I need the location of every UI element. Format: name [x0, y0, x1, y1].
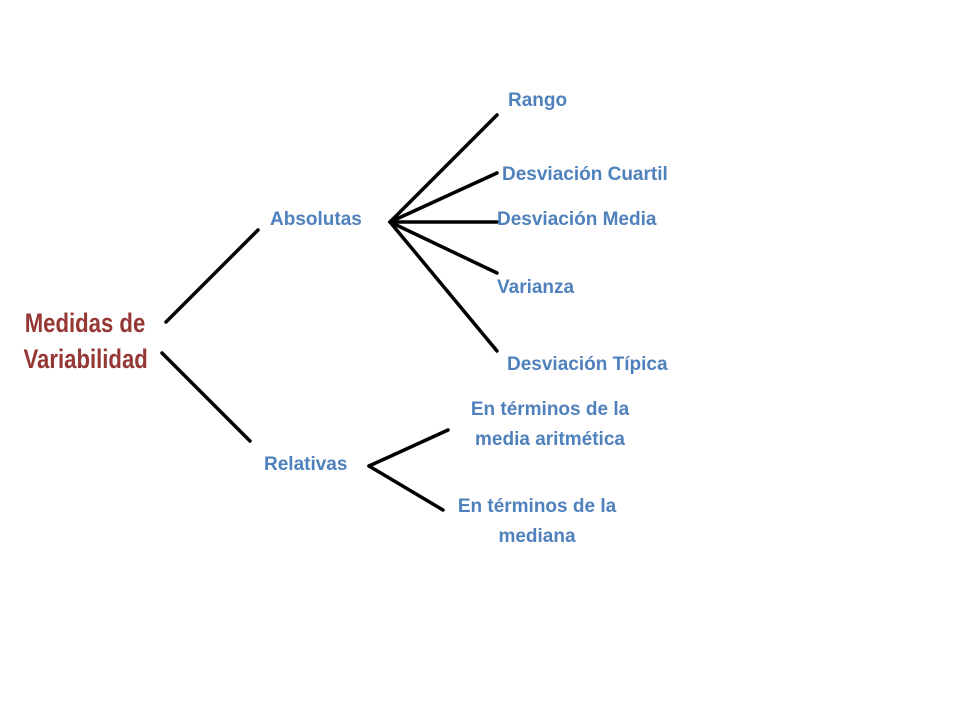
branch-relativas: Relativas — [264, 454, 348, 475]
leaf-media-aritmetica-line1: En términos de la — [470, 399, 630, 420]
connector-absolutas-desviacion-tipica — [388, 220, 499, 353]
connector-relativas-mediana — [367, 464, 445, 512]
leaf-mediana-line2: mediana — [498, 526, 576, 547]
leaf-desviacion-media: Desviación Media — [497, 209, 657, 230]
leaf-rango: Rango — [508, 90, 568, 111]
connector-root-relativas — [160, 351, 252, 443]
connector-relativas-media — [367, 428, 450, 468]
connector-absolutas-varianza — [388, 220, 499, 275]
connector-absolutas-desviacion-cuartil — [388, 171, 499, 224]
leaf-varianza: Varianza — [497, 277, 575, 298]
root-label-line2: Variabilidad — [23, 344, 148, 374]
leaf-mediana: En términos de la mediana — [432, 492, 642, 552]
leaf-media-aritmetica-line2: media aritmética — [475, 429, 625, 450]
branch-absolutas: Absolutas — [270, 209, 362, 230]
connector-absolutas-rango — [388, 113, 499, 224]
connector-root-absolutas — [164, 228, 260, 324]
leaf-mediana-line1: En términos de la — [457, 496, 617, 517]
leaf-desviacion-cuartil: Desviación Cuartil — [502, 164, 668, 185]
root-label-line1: Medidas de — [24, 308, 146, 338]
leaf-media-aritmetica: En términos de la media aritmética — [445, 395, 655, 455]
leaf-desviacion-tipica: Desviación Típica — [507, 354, 668, 375]
root-node: Medidas de Variabilidad — [23, 305, 148, 377]
